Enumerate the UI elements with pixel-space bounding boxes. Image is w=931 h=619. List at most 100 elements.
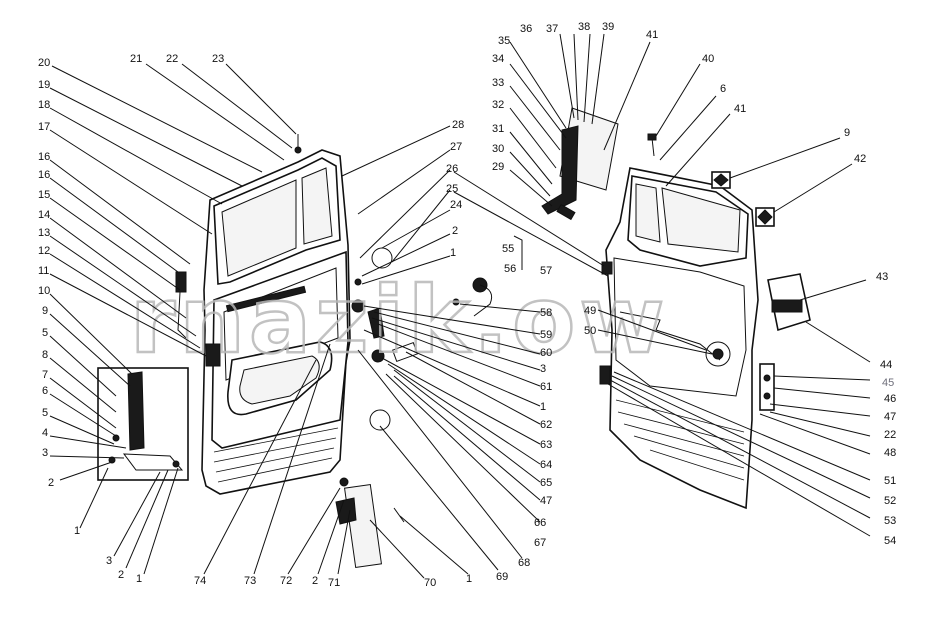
striker-plate-46 xyxy=(759,363,775,411)
hinge-54 xyxy=(599,365,611,385)
label-61: 61 xyxy=(540,381,552,393)
bracket-71 xyxy=(335,497,357,525)
right-window-glass xyxy=(661,187,741,253)
label-45: 45 xyxy=(882,377,894,389)
vent-handle-29 xyxy=(556,203,576,221)
label-34: 34 xyxy=(492,53,504,65)
label-1: 1 xyxy=(74,525,80,537)
bolt-40-head xyxy=(647,133,657,141)
left-lock-11 xyxy=(205,343,221,367)
label-6: 6 xyxy=(42,385,48,397)
left-door-assembly xyxy=(97,134,523,568)
badge-9-mark xyxy=(713,173,729,187)
label-57: 57 xyxy=(540,265,552,277)
bolt-40 xyxy=(651,137,655,157)
label-5: 5 xyxy=(42,407,48,419)
vent-frame-33 xyxy=(541,125,579,215)
label-1: 1 xyxy=(540,401,546,413)
callout-circle-69 xyxy=(369,409,391,431)
label-67: 67 xyxy=(534,537,546,549)
label-16: 16 xyxy=(38,151,50,163)
label-71: 71 xyxy=(328,577,340,589)
right-lower-hatching xyxy=(615,399,745,481)
left-handle-14 xyxy=(175,271,187,293)
label-49: 49 xyxy=(584,305,596,317)
washer-63 xyxy=(371,349,385,363)
label-53: 53 xyxy=(884,515,896,527)
label-62: 62 xyxy=(540,419,552,431)
label-21: 21 xyxy=(130,53,142,65)
label-19: 19 xyxy=(38,79,50,91)
label-15: 15 xyxy=(38,189,50,201)
label-35: 35 xyxy=(498,35,510,47)
label-22: 22 xyxy=(884,429,896,441)
label-1: 1 xyxy=(450,247,456,259)
small-bolt-58 xyxy=(452,298,460,306)
label-10: 10 xyxy=(38,285,50,297)
left-lower-hatching xyxy=(213,427,339,483)
label-11: 11 xyxy=(38,265,49,277)
label-30: 30 xyxy=(492,143,504,155)
label-27: 27 xyxy=(450,141,462,153)
left-striker-strip xyxy=(225,285,307,313)
right-inner-panel xyxy=(613,257,747,397)
nut-72 xyxy=(339,477,349,487)
label-5: 5 xyxy=(42,327,48,339)
label-63: 63 xyxy=(540,439,552,451)
striker-bolt-2 xyxy=(763,392,771,400)
label-1: 1 xyxy=(136,573,142,585)
label-52: 52 xyxy=(884,495,896,507)
lever-61 xyxy=(367,307,385,339)
label-3: 3 xyxy=(106,555,112,567)
label-23: 23 xyxy=(212,53,224,65)
label-68: 68 xyxy=(518,557,530,569)
label-39: 39 xyxy=(602,21,614,33)
label-3: 3 xyxy=(540,363,546,375)
hinge-bracket-3 xyxy=(122,453,184,471)
label-74: 74 xyxy=(194,575,206,587)
label-40: 40 xyxy=(702,53,714,65)
label-72: 72 xyxy=(280,575,292,587)
callout-circle-24 xyxy=(371,247,393,269)
label-64: 64 xyxy=(540,459,552,471)
cover-25 xyxy=(601,261,613,275)
hinge-strip-9 xyxy=(127,371,145,451)
label-25: 25 xyxy=(446,183,458,195)
label-13: 13 xyxy=(38,227,50,239)
right-door-assembly xyxy=(541,107,811,510)
cable-56 xyxy=(473,284,493,317)
hinge-bolt-a xyxy=(112,434,120,442)
part-number-labels: 20 21 22 23 19 18 17 16 16 15 14 13 12 1… xyxy=(38,21,896,589)
label-44: 44 xyxy=(880,359,892,371)
label-51: 51 xyxy=(884,475,896,487)
label-42: 42 xyxy=(854,153,866,165)
label-14: 14 xyxy=(38,209,50,221)
label-2: 2 xyxy=(452,225,458,237)
watermark: rnazik.ow xyxy=(130,267,668,374)
label-18: 18 xyxy=(38,99,50,111)
label-37: 37 xyxy=(546,23,558,35)
label-8: 8 xyxy=(42,349,48,361)
label-65: 65 xyxy=(540,477,552,489)
label-7: 7 xyxy=(42,369,48,381)
label-55: 55 xyxy=(502,243,514,255)
label-2: 2 xyxy=(118,569,124,581)
bracket-57 xyxy=(513,235,523,270)
label-6: 6 xyxy=(720,83,726,95)
label-33: 33 xyxy=(492,77,504,89)
left-window-glass xyxy=(221,179,297,277)
label-73: 73 xyxy=(244,575,256,587)
label-54: 54 xyxy=(884,535,896,547)
right-vent-glass xyxy=(635,183,661,243)
label-46: 46 xyxy=(884,393,896,405)
label-69: 69 xyxy=(496,571,508,583)
label-17: 17 xyxy=(38,121,50,133)
label-20: 20 xyxy=(38,57,50,69)
label-60: 60 xyxy=(540,347,552,359)
label-9: 9 xyxy=(844,127,850,139)
badge-42-mark xyxy=(757,209,773,225)
lock-ring-50 xyxy=(705,341,731,367)
label-38: 38 xyxy=(578,21,590,33)
label-29: 29 xyxy=(492,161,504,173)
